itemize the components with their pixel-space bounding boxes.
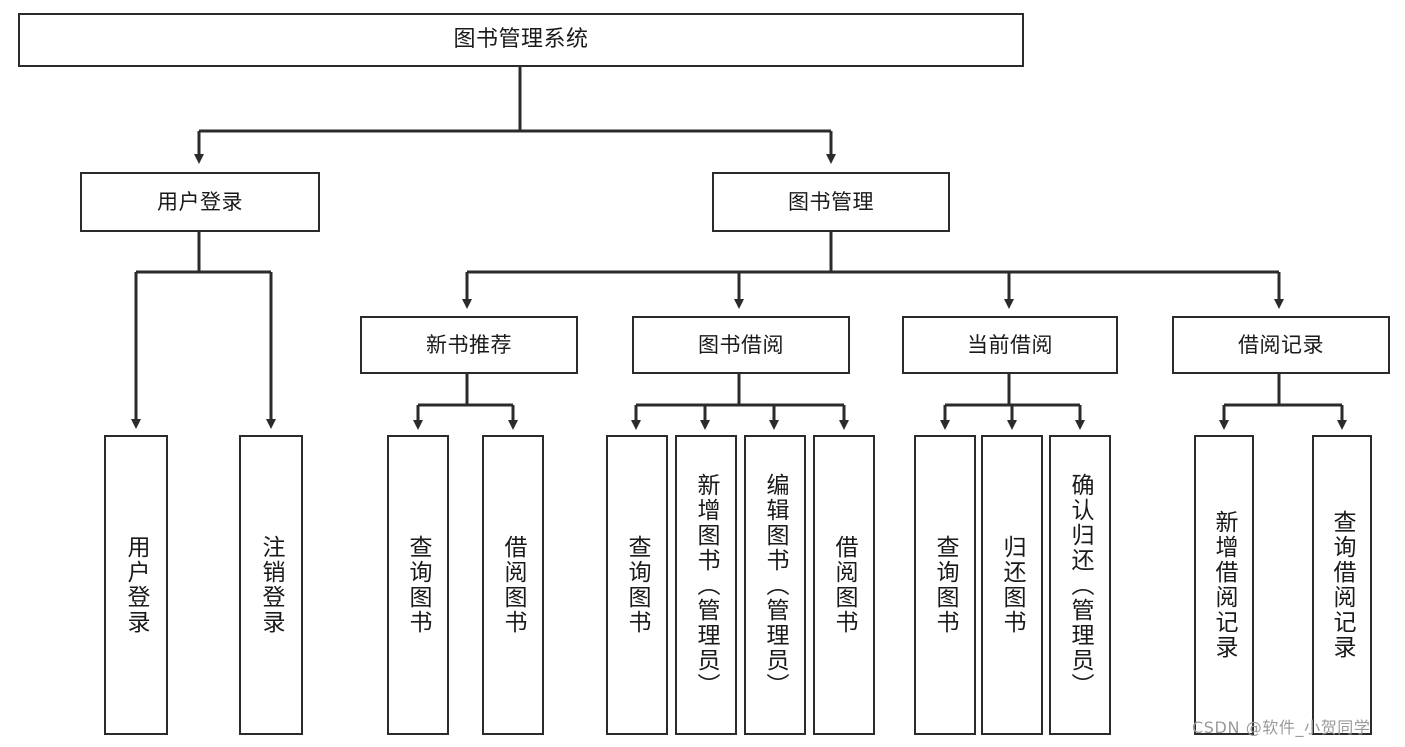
leaf-user-login[interactable]: 用户登录 [104, 435, 168, 735]
node-label: 用户登录 [123, 535, 150, 635]
node-user-login[interactable]: 用户登录 [80, 172, 320, 232]
node-label: 借阅记录 [1238, 332, 1324, 357]
leaf-add-borrow-record[interactable]: 新增借阅记录 [1194, 435, 1254, 735]
leaf-confirm-return-admin[interactable]: 确认归还（管理员） [1049, 435, 1111, 735]
node-label: 借阅图书 [831, 535, 858, 635]
node-label: 新增图书（管理员） [693, 472, 720, 698]
node-book-borrow[interactable]: 图书借阅 [632, 316, 850, 374]
node-label: 编辑图书（管理员） [762, 472, 789, 698]
leaf-query-borrow-record[interactable]: 查询借阅记录 [1312, 435, 1372, 735]
node-label: 查询图书 [932, 535, 959, 635]
node-label: 确认归还（管理员） [1067, 472, 1094, 698]
node-label: 借阅图书 [500, 535, 527, 635]
leaf-borrow-book[interactable]: 借阅图书 [813, 435, 875, 735]
leaf-query-book-recommend[interactable]: 查询图书 [387, 435, 449, 735]
node-label: 归还图书 [999, 535, 1026, 635]
node-label: 图书借阅 [698, 332, 784, 357]
leaf-edit-book-admin[interactable]: 编辑图书（管理员） [744, 435, 806, 735]
node-current-borrow[interactable]: 当前借阅 [902, 316, 1118, 374]
leaf-return-book[interactable]: 归还图书 [981, 435, 1043, 735]
node-label: 图书管理 [788, 189, 874, 214]
node-borrow-record[interactable]: 借阅记录 [1172, 316, 1390, 374]
node-label: 图书管理系统 [453, 27, 589, 53]
node-label: 新增借阅记录 [1211, 510, 1238, 660]
node-root-book-management-system[interactable]: 图书管理系统 [18, 13, 1024, 67]
leaf-logout-login[interactable]: 注销登录 [239, 435, 303, 735]
node-label: 新书推荐 [426, 332, 512, 357]
node-label: 查询借阅记录 [1329, 510, 1356, 660]
leaf-add-book-admin[interactable]: 新增图书（管理员） [675, 435, 737, 735]
node-label: 当前借阅 [967, 332, 1053, 357]
node-label: 查询图书 [624, 535, 651, 635]
leaf-query-book-current[interactable]: 查询图书 [914, 435, 976, 735]
node-book-management[interactable]: 图书管理 [712, 172, 950, 232]
node-new-book-recommend[interactable]: 新书推荐 [360, 316, 578, 374]
node-label: 注销登录 [258, 535, 285, 635]
leaf-query-book-borrow[interactable]: 查询图书 [606, 435, 668, 735]
leaf-borrow-book-recommend[interactable]: 借阅图书 [482, 435, 544, 735]
csdn-watermark: CSDN @软件_小贺同学 [1192, 718, 1371, 737]
node-label: 查询图书 [405, 535, 432, 635]
node-label: 用户登录 [157, 189, 243, 214]
